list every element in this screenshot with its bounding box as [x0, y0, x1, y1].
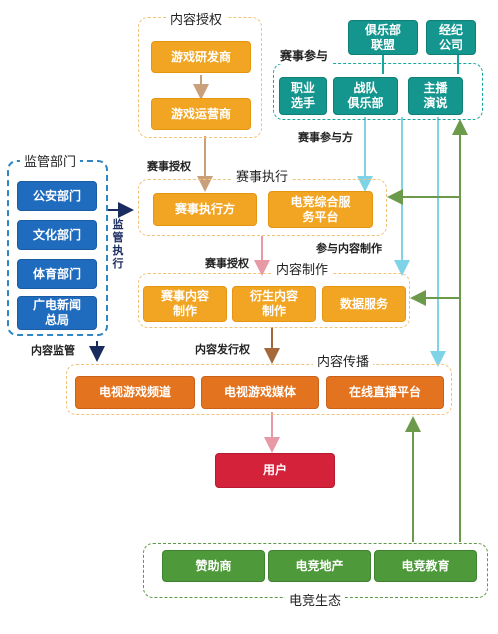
event-license-label-2: 赛事授权 [205, 257, 249, 270]
distribution-right-label: 内容发行权 [195, 343, 250, 356]
tv-media-box: 电视游戏媒体 [201, 376, 319, 409]
agency-box: 经纪 公司 [426, 20, 476, 55]
radio-tv-box: 广电新闻 总局 [17, 296, 97, 330]
team-club-box: 战队 俱乐部 [333, 77, 398, 115]
content-license-title: 内容授权 [166, 9, 227, 28]
regulator-title: 监管部门 [20, 151, 81, 170]
sponsor-box: 赞助商 [162, 550, 265, 582]
participation-group [273, 63, 483, 120]
tv-channel-box: 电视游戏频道 [75, 376, 195, 409]
production-title: 内容制作 [272, 259, 333, 278]
sports-dept-box: 体育部门 [17, 259, 97, 289]
participant-label: 赛事参与方 [298, 131, 353, 144]
integrated-service-box: 电竞综合服 务平台 [268, 191, 373, 228]
supervise-execute-label: 监 管 执 行 [112, 218, 124, 270]
pro-player-box: 职业 选手 [279, 77, 327, 115]
club-alliance-box: 俱乐部 联盟 [348, 20, 418, 55]
content-supervision-label: 内容监管 [31, 344, 75, 357]
esports-education-box: 电竞教育 [374, 550, 477, 582]
game-operator-box: 游戏运营商 [151, 98, 251, 130]
participation-title: 赛事参与 [276, 47, 333, 64]
ecosystem-title: 电竞生态 [285, 590, 346, 609]
data-service-box: 数据服务 [322, 286, 406, 322]
event-content-box: 赛事内容 制作 [143, 286, 227, 322]
game-developer-box: 游戏研发商 [151, 41, 251, 73]
user-box: 用户 [215, 453, 335, 488]
execution-title: 赛事执行 [232, 166, 293, 185]
esports-real-estate-box: 电竞地产 [268, 550, 371, 582]
distribution-title: 内容传播 [313, 351, 374, 370]
event-license-label: 赛事授权 [147, 160, 191, 173]
distribution-group [66, 364, 452, 415]
culture-dept-box: 文化部门 [17, 220, 97, 250]
event-executor-box: 赛事执行方 [153, 193, 257, 226]
police-dept-box: 公安部门 [17, 181, 97, 211]
content-participate-label: 参与内容制作 [316, 242, 382, 255]
streamer-box: 主播 演说 [408, 77, 463, 115]
derivative-content-box: 衍生内容 制作 [232, 286, 316, 322]
live-platform-box: 在线直播平台 [326, 376, 444, 409]
